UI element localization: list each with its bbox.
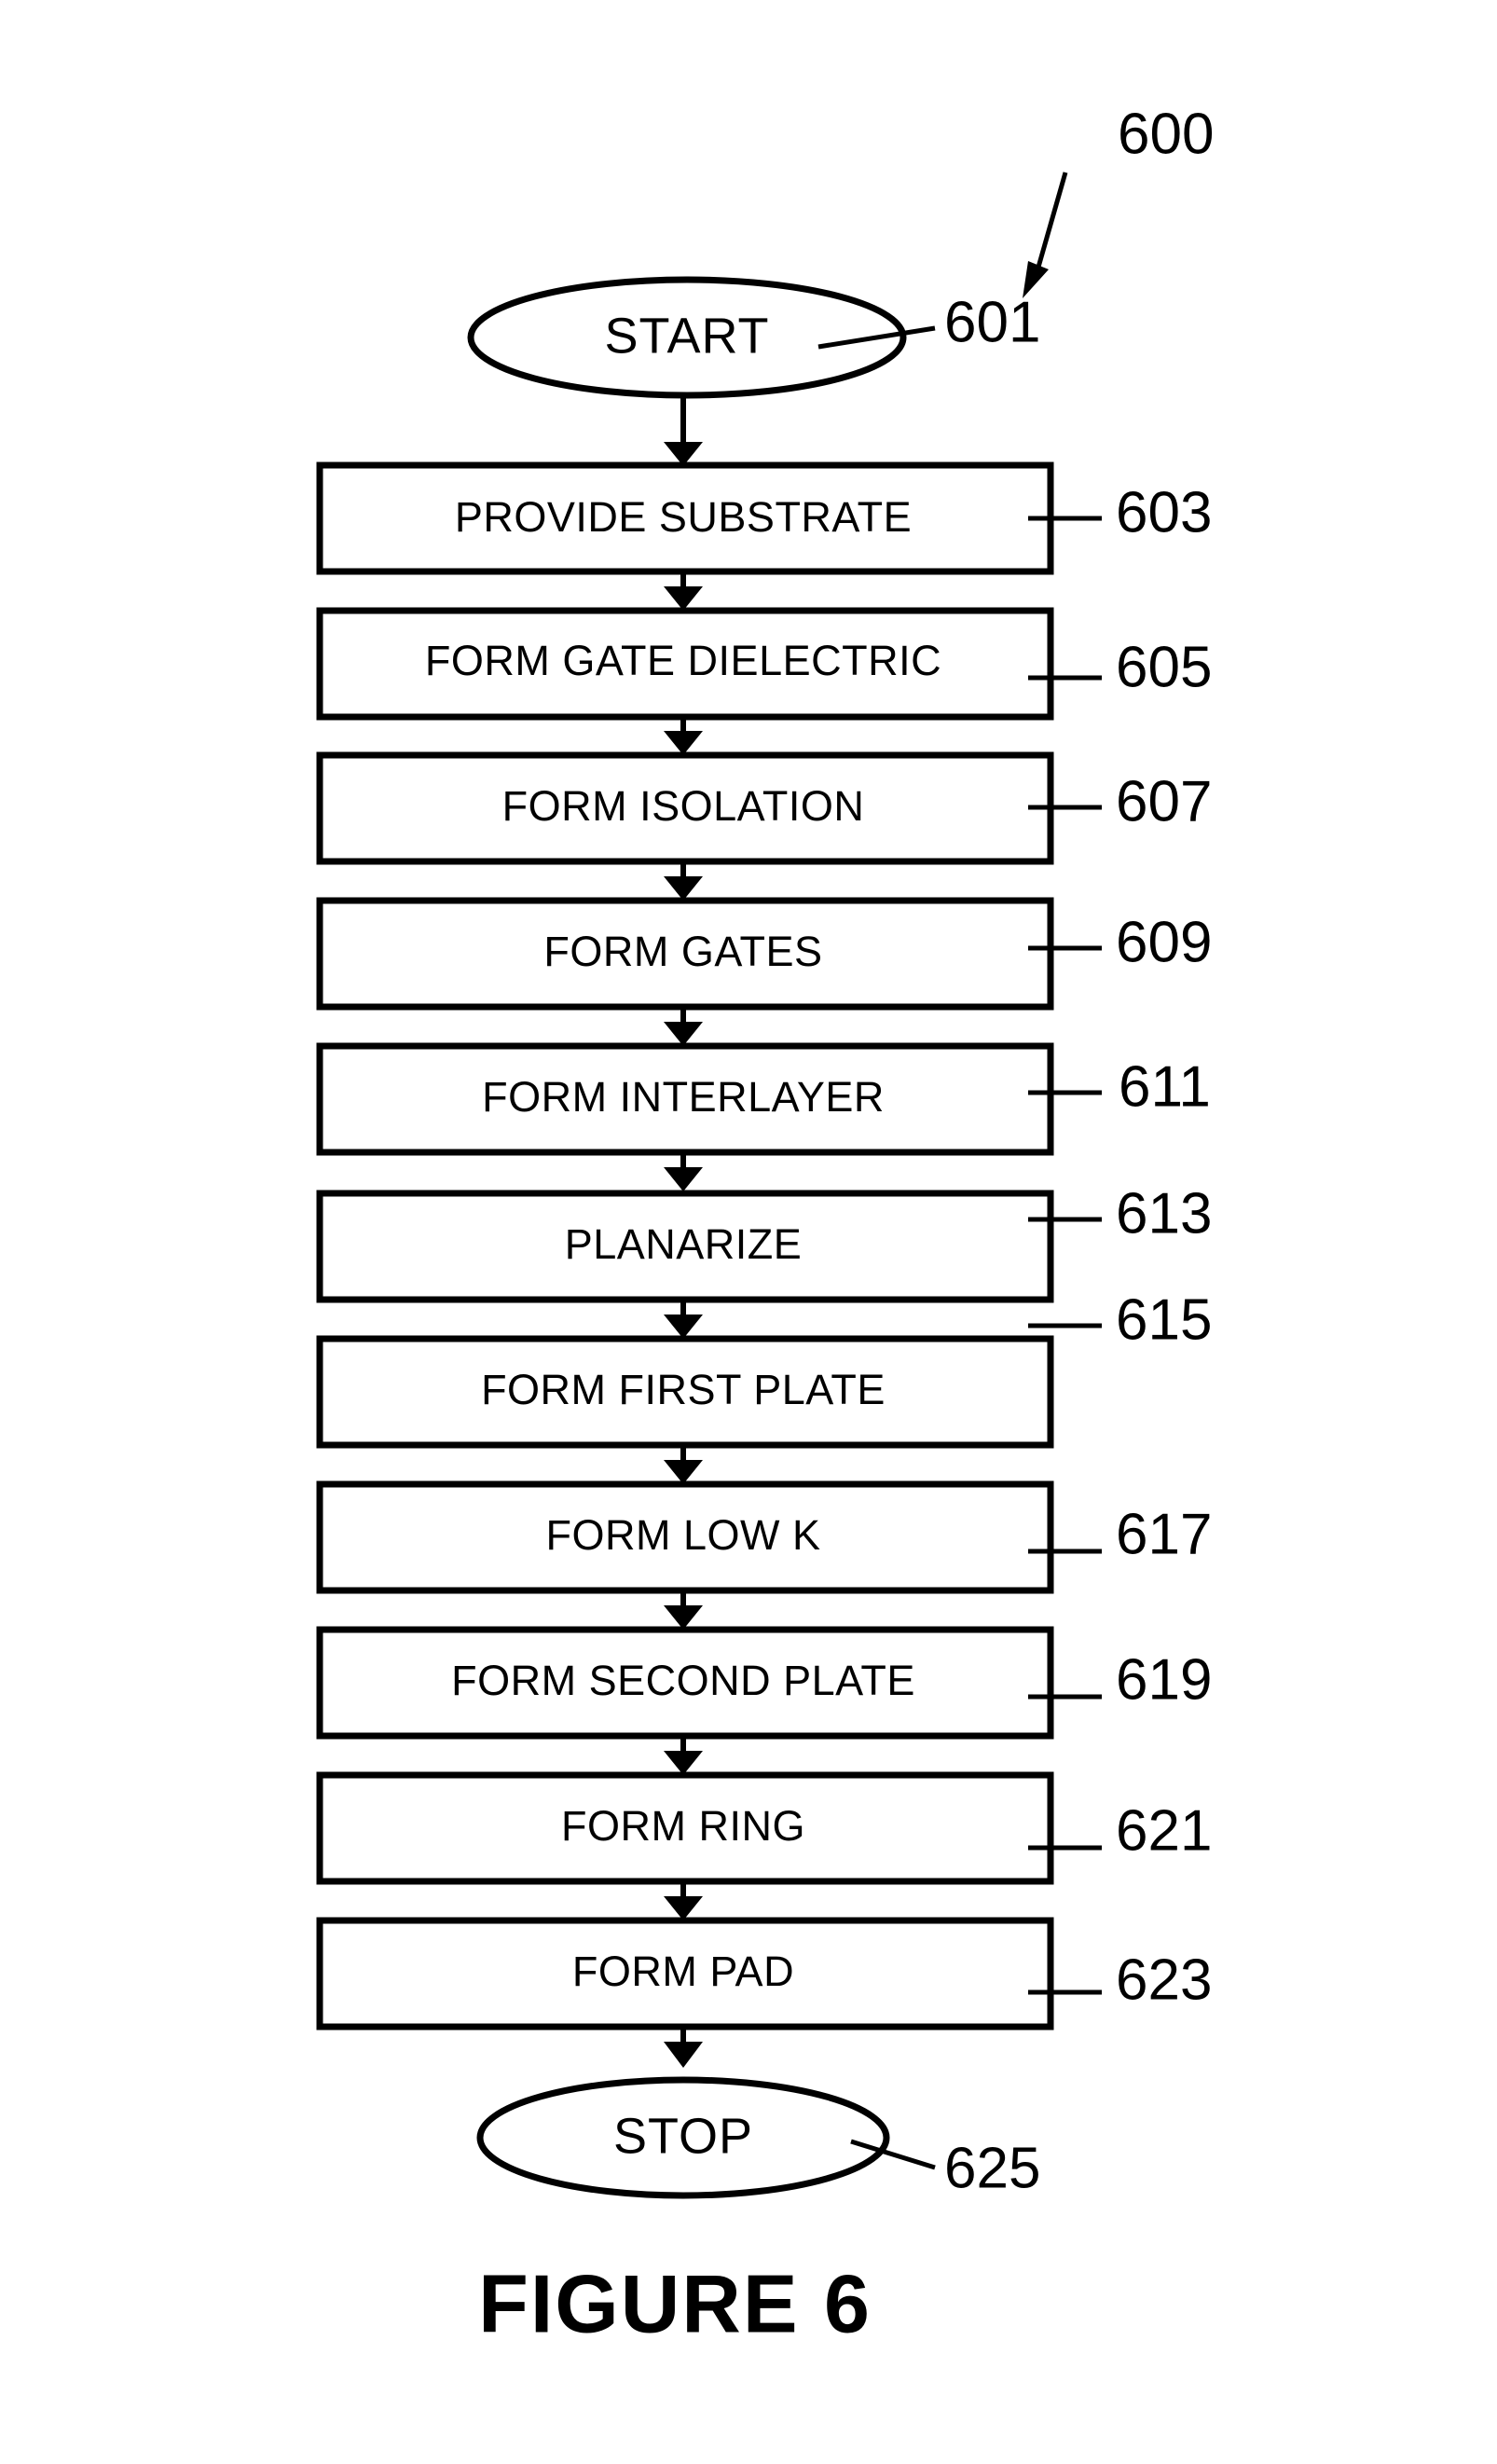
figure-caption: FIGURE 6: [478, 2257, 872, 2349]
connector-step-11-to-stop: [664, 2027, 703, 2068]
process-step-2-label: FORM GATE DIELECTRIC: [425, 637, 941, 684]
process-step-6-box[interactable]: [316, 1190, 1054, 1303]
process-step-6-label: PLANARIZE: [565, 1220, 803, 1268]
diagram-reference-600-arrowhead: [1023, 261, 1049, 298]
process-step-5-box[interactable]: [316, 1042, 1054, 1156]
process-step-9-box[interactable]: [316, 1626, 1054, 1740]
connector-step-10-to-step-11: [664, 1881, 703, 1920]
stop-terminal[interactable]: STOP 625: [476, 2076, 1040, 2200]
process-step-2-reference: 605: [1116, 635, 1212, 699]
connector-step-1-to-step-2: [664, 571, 703, 611]
diagram-reference-600-text: 600: [1118, 102, 1214, 166]
start-terminal-label: START: [604, 308, 769, 364]
connector-step-8-to-step-9: [664, 1590, 703, 1630]
process-step-8-label: FORM LOW K: [546, 1511, 821, 1559]
process-step-1-box[interactable]: [316, 461, 1054, 575]
process-step-5-reference: 611: [1119, 1054, 1211, 1119]
process-step-3[interactable]: FORM ISOLATION 607: [316, 751, 1212, 865]
process-step-4-label: FORM GATES: [543, 928, 822, 975]
process-step-7[interactable]: FORM FIRST PLATE 615: [316, 1287, 1212, 1449]
process-step-3-reference: 607: [1116, 769, 1212, 833]
process-step-7-label: FORM FIRST PLATE: [481, 1366, 886, 1413]
process-step-7-reference: 615: [1116, 1287, 1212, 1352]
stop-terminal-label: STOP: [613, 2108, 753, 2164]
process-step-4-reference: 609: [1116, 910, 1212, 974]
start-terminal[interactable]: START 601: [467, 276, 1040, 399]
process-step-11-box[interactable]: [316, 1917, 1054, 2030]
process-step-5-label: FORM INTERLAYER: [482, 1073, 885, 1121]
process-step-11-reference: 623: [1116, 1948, 1212, 2012]
process-step-1[interactable]: PROVIDE SUBSTRATE 603: [316, 461, 1212, 575]
process-step-3-label: FORM ISOLATION: [502, 782, 865, 830]
process-step-9-reference: 619: [1116, 1647, 1212, 1712]
connector-step-2-to-step-3: [664, 717, 703, 755]
process-step-11-label: FORM PAD: [572, 1948, 794, 1995]
process-step-10-label: FORM RING: [561, 1802, 805, 1850]
process-step-9[interactable]: FORM SECOND PLATE 619: [316, 1626, 1212, 1740]
process-step-8[interactable]: FORM LOW K 617: [316, 1480, 1212, 1594]
connector-step-9-to-step-10: [664, 1736, 703, 1775]
process-step-1-label: PROVIDE SUBSTRATE: [455, 493, 912, 541]
process-step-10-box[interactable]: [316, 1771, 1054, 1885]
connector-step-4-to-step-5: [664, 1007, 703, 1046]
process-step-6[interactable]: PLANARIZE 613: [316, 1181, 1212, 1303]
connector-step-6-to-step-7: [664, 1300, 703, 1339]
connector-start-to-step-1: [664, 395, 703, 466]
stop-terminal-leader: [850, 2139, 936, 2170]
start-terminal-ellipse[interactable]: [467, 276, 907, 399]
process-step-4[interactable]: FORM GATES 609: [316, 897, 1212, 1011]
start-terminal-leader: [817, 325, 936, 350]
connector-step-5-to-step-6: [664, 1152, 703, 1191]
stop-terminal-reference: 625: [944, 2136, 1040, 2200]
process-step-8-reference: 617: [1116, 1502, 1212, 1566]
connector-step-7-to-step-8: [664, 1445, 703, 1484]
process-step-8-box[interactable]: [316, 1480, 1054, 1594]
start-terminal-reference: 601: [944, 290, 1040, 354]
process-step-2[interactable]: FORM GATE DIELECTRIC 605: [316, 607, 1212, 721]
process-step-10[interactable]: FORM RING 621: [316, 1771, 1212, 1885]
process-step-11[interactable]: FORM PAD 623: [316, 1917, 1212, 2030]
process-step-9-label: FORM SECOND PLATE: [451, 1657, 915, 1704]
process-step-6-reference: 613: [1116, 1181, 1212, 1246]
process-step-5[interactable]: FORM INTERLAYER 611: [316, 1042, 1211, 1156]
process-step-10-reference: 621: [1116, 1798, 1212, 1863]
process-step-1-reference: 603: [1116, 480, 1212, 544]
stop-terminal-ellipse[interactable]: [476, 2076, 890, 2199]
process-step-2-box[interactable]: [316, 607, 1054, 721]
connector-step-3-to-step-4: [664, 861, 703, 901]
diagram-reference-600: 600: [1023, 102, 1214, 298]
diagram-reference-600-leader: [1035, 172, 1068, 271]
